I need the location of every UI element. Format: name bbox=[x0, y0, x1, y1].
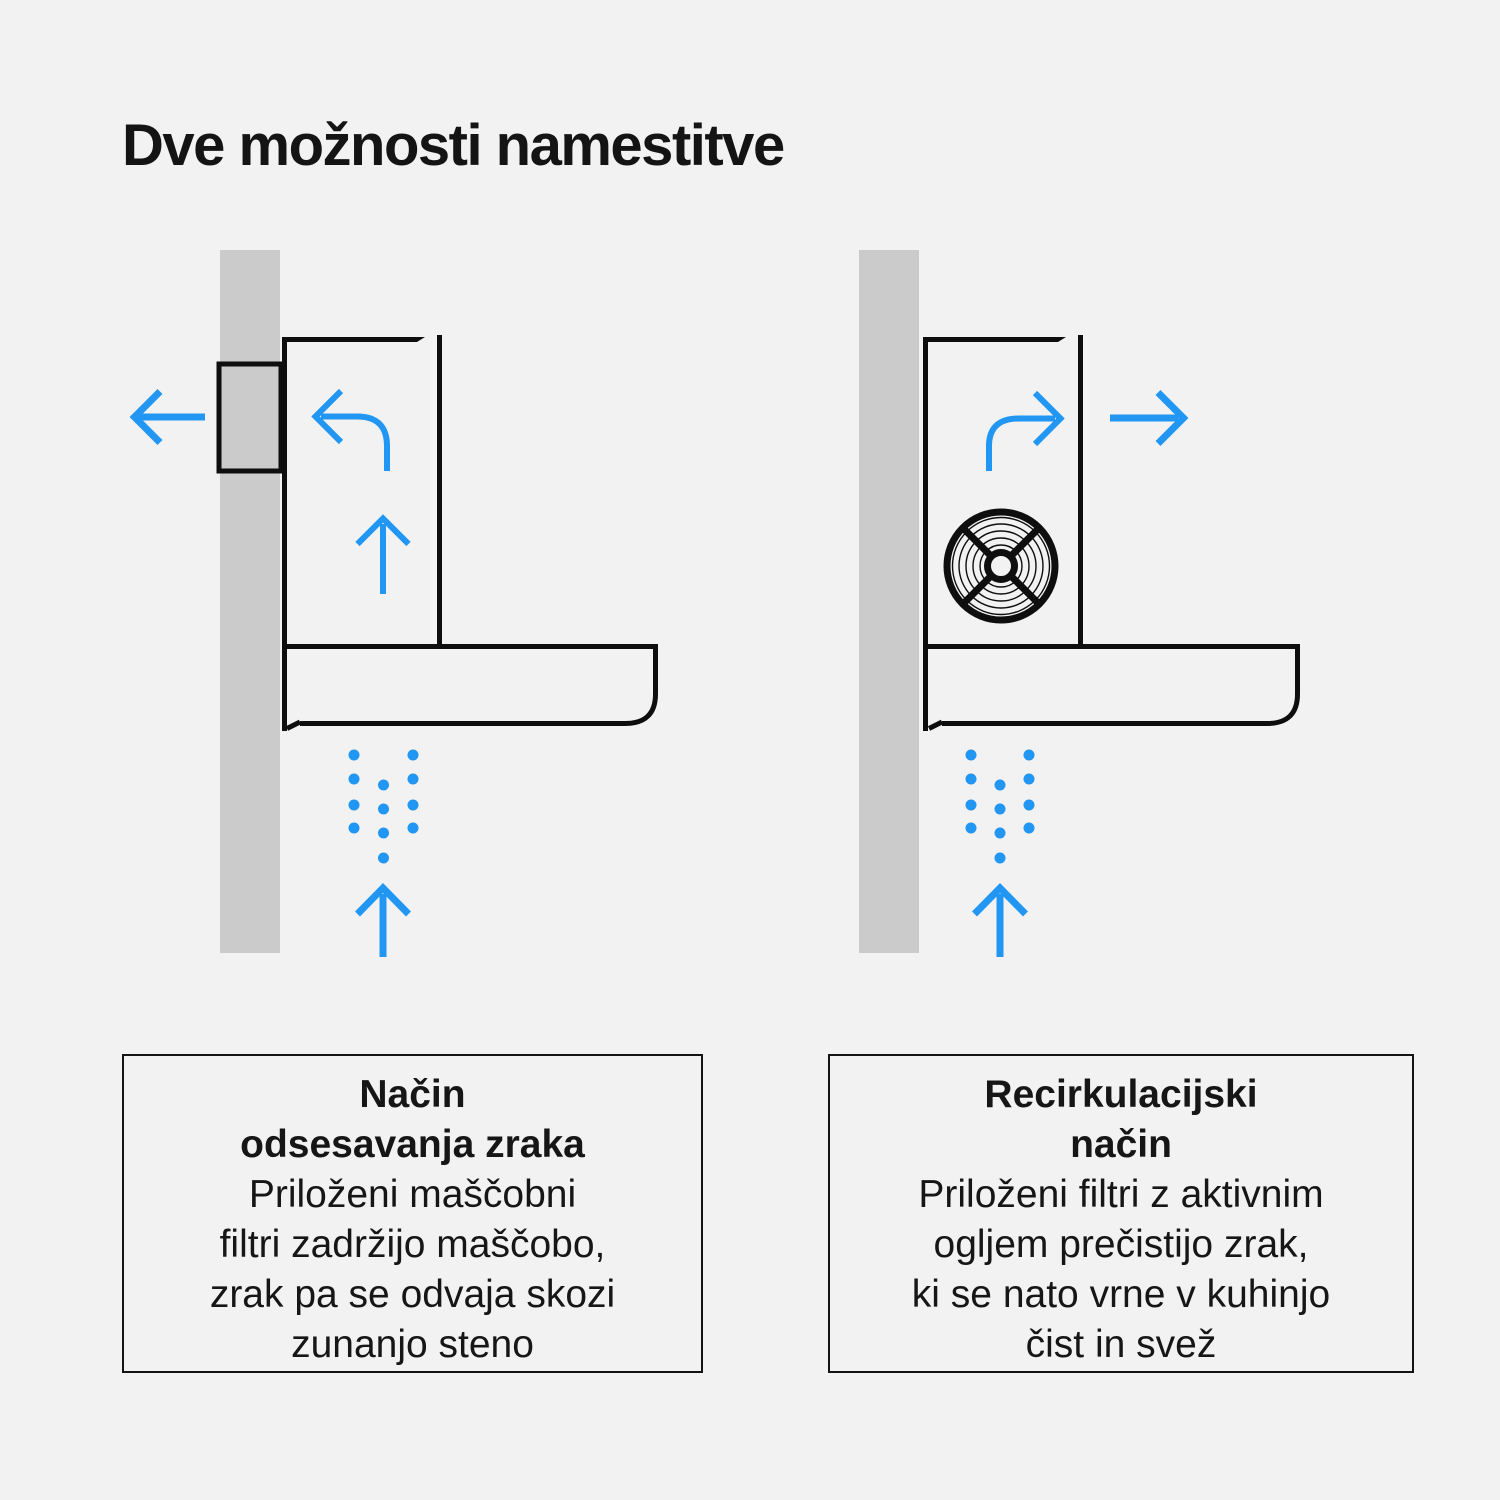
chimney bbox=[282, 335, 442, 731]
fan-icon bbox=[943, 508, 1059, 624]
caption-body-line: Priloženi filtri z aktivnim bbox=[918, 1173, 1324, 1216]
wall bbox=[220, 250, 280, 953]
curved-left-arrow-icon bbox=[311, 388, 390, 471]
extraction-mode-diagram bbox=[129, 250, 658, 957]
hood-body bbox=[282, 644, 658, 731]
recirculation-mode-caption: Recirkulacijski način Priloženi filtri z… bbox=[828, 1054, 1414, 1373]
exhaust-left-arrow-icon bbox=[129, 389, 205, 445]
caption-heading-line: način bbox=[1070, 1123, 1172, 1166]
vapour-dots bbox=[348, 749, 419, 864]
caption-body-line: zrak pa se odvaja skozi bbox=[209, 1273, 616, 1316]
return-right-arrow-icon bbox=[1110, 390, 1189, 446]
intake-up-arrow-icon bbox=[972, 883, 1028, 957]
recirculation-mode-diagram bbox=[859, 250, 1300, 957]
caption-heading-line: odsesavanja zraka bbox=[240, 1123, 585, 1166]
intake-up-arrow-icon bbox=[355, 883, 411, 957]
caption-body-line: ki se nato vrne v kuhinjo bbox=[911, 1273, 1331, 1316]
hood-body bbox=[923, 644, 1300, 731]
wall-duct bbox=[216, 361, 284, 474]
caption-body-line: filtri zadržijo maščobo, bbox=[219, 1223, 606, 1266]
caption-heading-line: Način bbox=[359, 1073, 466, 1116]
page-title: Dve možnosti namestitve bbox=[122, 113, 785, 178]
wall bbox=[859, 250, 919, 953]
caption-body-line: ogljem prečistijo zrak, bbox=[933, 1223, 1309, 1266]
caption-body-line: čist in svež bbox=[1025, 1323, 1217, 1366]
caption-body-line: zunanjo steno bbox=[291, 1323, 534, 1366]
chimney bbox=[923, 335, 1083, 731]
caption-heading-line: Recirkulacijski bbox=[984, 1073, 1258, 1116]
curved-right-arrow-icon bbox=[986, 390, 1065, 471]
extraction-mode-caption: Način odsesavanja zraka Priloženi maščob… bbox=[122, 1054, 703, 1373]
caption-body-line: Priloženi maščobni bbox=[248, 1173, 577, 1216]
vapour-dots bbox=[965, 749, 1035, 864]
up-arrow-icon bbox=[355, 514, 411, 594]
